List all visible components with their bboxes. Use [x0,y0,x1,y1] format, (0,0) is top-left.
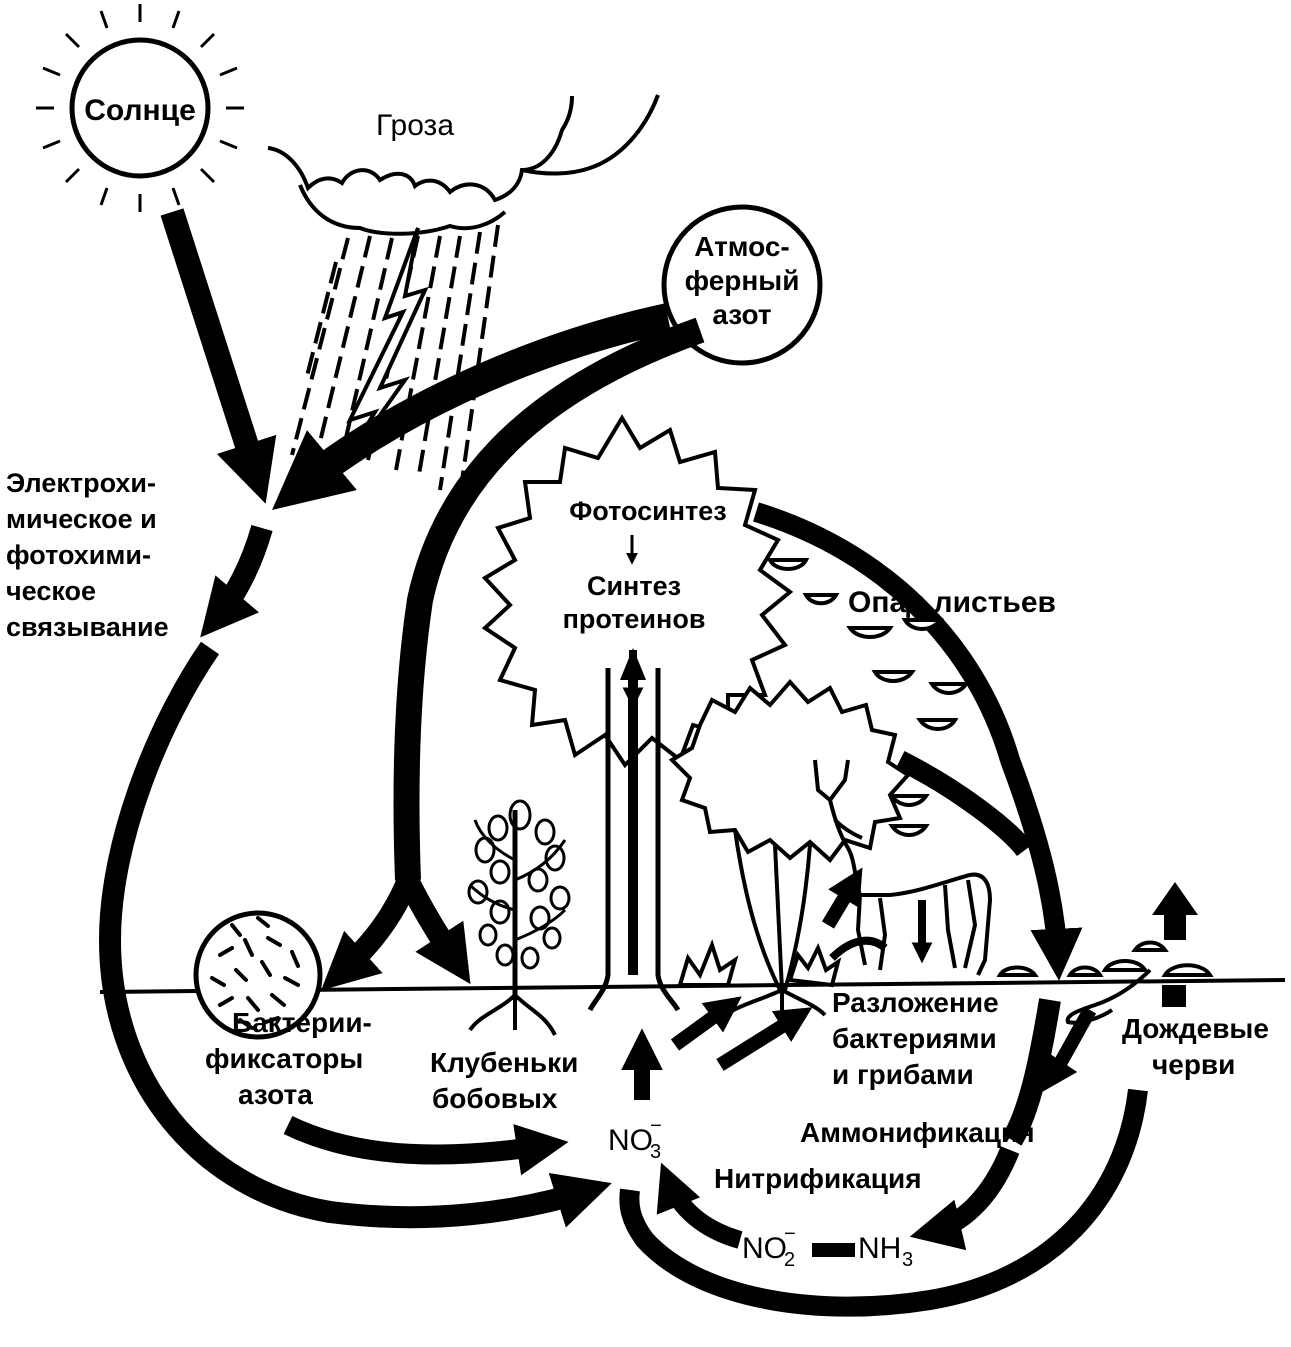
decomp-label-2: бактериями [832,1023,997,1054]
arrow-left-loop-to-no3 [98,641,612,1229]
no2-sub: 2 [784,1249,795,1271]
nitrite-label: NO 2 − [742,1223,796,1271]
arrow-tree-to-ground [895,751,1033,857]
leaf-fall-label: Опад листьев [848,586,1056,619]
ammonia-label: NH 3 [858,1232,913,1271]
sun-label: Солнце [84,94,196,127]
atmospheric-nitrogen: Атмос- ферный азот [661,204,823,366]
falling-leaves [766,558,970,837]
no3-sub: 3 [650,1141,661,1163]
arrow-bacteria-to-no3 [283,1115,569,1176]
labels-electrochemical: Электрохи- мическое и фотохими- ческое с… [6,468,169,642]
bacteria-label-2: фиксаторы [205,1043,363,1074]
photosynthesis-burst: Фотосинтез Синтез протеинов [481,414,794,769]
synthesis-label-1: Синтез [587,571,681,601]
nodules-label-1: Клубеньки [430,1047,578,1078]
no3-base: NO [608,1124,653,1157]
arrow-nitrification [656,1162,743,1249]
worms-label-1: Дождевые [1122,1013,1269,1044]
nodules-label-2: бобовых [432,1083,558,1114]
labels-decomposition: Разложение бактериями и грибами [832,987,999,1090]
sun: Солнце [36,4,244,212]
legume-plant-icon [467,799,571,1036]
arrow-atmosphere-to-fixation [272,303,672,510]
decomp-label-1: Разложение [832,987,999,1018]
nitrification-label: Нитрификация [714,1163,922,1194]
bacteria-label-3: азота [238,1079,313,1110]
atm-label-1: Атмос- [694,231,790,262]
ground-litter [996,940,1214,977]
worm-column [1162,985,1186,1007]
earthworm-icon [1065,968,1152,1025]
arrow-deer-curve [829,936,888,961]
no2-sup: − [784,1223,796,1245]
decomposition-bursts [677,939,842,988]
elec-label-1: Электрохи- [6,468,156,498]
arrow-atmosphere-branch [393,317,705,881]
no3-sup: − [650,1115,662,1137]
atm-label-2: ферный [685,265,800,296]
nitrate-label: NO 3 − [608,1115,662,1163]
arrow-diag-2 [716,1007,813,1071]
bacteria-circle [193,910,323,1040]
nh3-base: NH [858,1232,901,1265]
arrow-synthesis-shaft [628,675,638,975]
arrow-up-to-animal [821,867,863,929]
deer-icon [813,759,993,976]
arrow-fixation-down [200,524,273,638]
arrow-decomposition-down [1002,998,1061,1146]
bacteria-label-1: Бактерии- [232,1007,372,1038]
tree-icon [668,678,912,1025]
sun-rays-icon [36,4,244,212]
storm-cloud: Гроза [267,94,660,236]
arrow-leaf-fall [753,502,1083,981]
labels-bacteria: Бактерии- фиксаторы азота [205,1007,372,1110]
atm-label-3: азот [712,299,771,330]
arrow-to-nodules [398,875,471,985]
arrow-up-right [1152,882,1198,940]
arrow-ammonification [909,1146,1020,1251]
storm-label: Гроза [376,109,454,142]
arrow-diag-1 [670,996,742,1051]
arrow-worms [1041,1006,1097,1093]
labels-nodules: Клубеньки бобовых [430,1047,578,1114]
no2-base: NO [742,1232,787,1265]
decomp-label-3: и грибами [832,1059,974,1090]
elec-label-4: ческое [6,576,96,606]
synthesis-label-2: протеинов [563,604,706,634]
nh3-sub: 3 [902,1249,913,1271]
ammonification-label: Аммонификация [800,1117,1035,1148]
bacteria-icon [210,916,300,1030]
elec-label-5: связывание [6,612,169,642]
elec-label-3: фотохими- [6,540,151,570]
arrow-right-loop [619,1088,1148,1317]
elec-label-2: мическое и [6,504,157,534]
arrow-sun-to-fixation [160,208,277,504]
arrow-to-bacteria [321,875,419,991]
labels-worms: Дождевые черви [1122,1013,1269,1080]
worms-label-2: черви [1152,1049,1235,1080]
cycle-arrows [98,208,1148,1317]
photosynthesis-label: Фотосинтез [569,496,726,526]
arrow-synthesis-up [620,648,646,680]
